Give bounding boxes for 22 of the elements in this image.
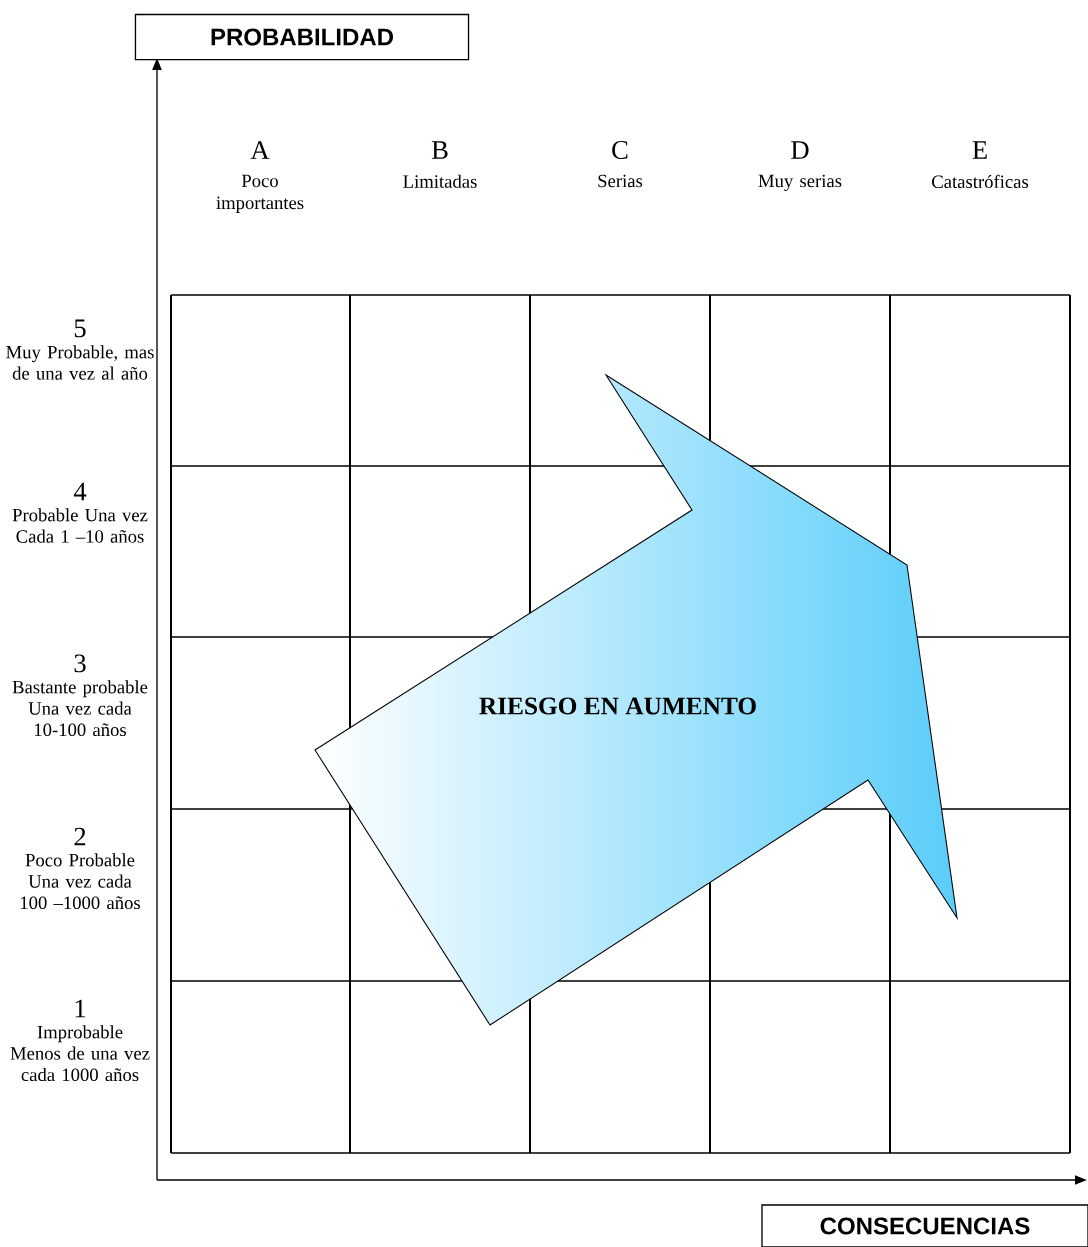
column-letter: D bbox=[791, 141, 809, 159]
row-number: 4 bbox=[73, 482, 87, 501]
column-label: Serias bbox=[598, 174, 643, 188]
column-letter: B bbox=[431, 141, 448, 159]
column-letter: C bbox=[612, 141, 628, 159]
column-letter: E bbox=[972, 141, 987, 159]
row-number: 2 bbox=[74, 827, 86, 846]
row-number: 3 bbox=[74, 654, 86, 673]
column-letter: A bbox=[250, 141, 270, 159]
row-label: Muy Probable, mas de una vez al año bbox=[6, 345, 154, 380]
axis-title-box: PROBABILIDAD bbox=[134, 13, 470, 61]
row-label: Bastante probable Una vez cada 10-100 años bbox=[12, 680, 148, 737]
column-label: Poco importantes bbox=[216, 174, 304, 213]
row-number: 1 bbox=[75, 999, 86, 1018]
column-label: Catastróficas bbox=[932, 174, 1029, 189]
column-label: Limitadas bbox=[403, 174, 477, 188]
row-number: 5 bbox=[74, 319, 86, 338]
column-label: Muy serias bbox=[758, 174, 842, 192]
row-label: Poco Probable Una vez cada 100 –1000 años bbox=[20, 853, 140, 910]
row-label: Probable Una vez Cada 1 –10 años bbox=[12, 508, 148, 543]
row-label: Improbable Menos de una vez cada 1000 años bbox=[10, 1025, 150, 1082]
axis-title-box: CONSECUENCIAS bbox=[761, 1204, 1088, 1247]
